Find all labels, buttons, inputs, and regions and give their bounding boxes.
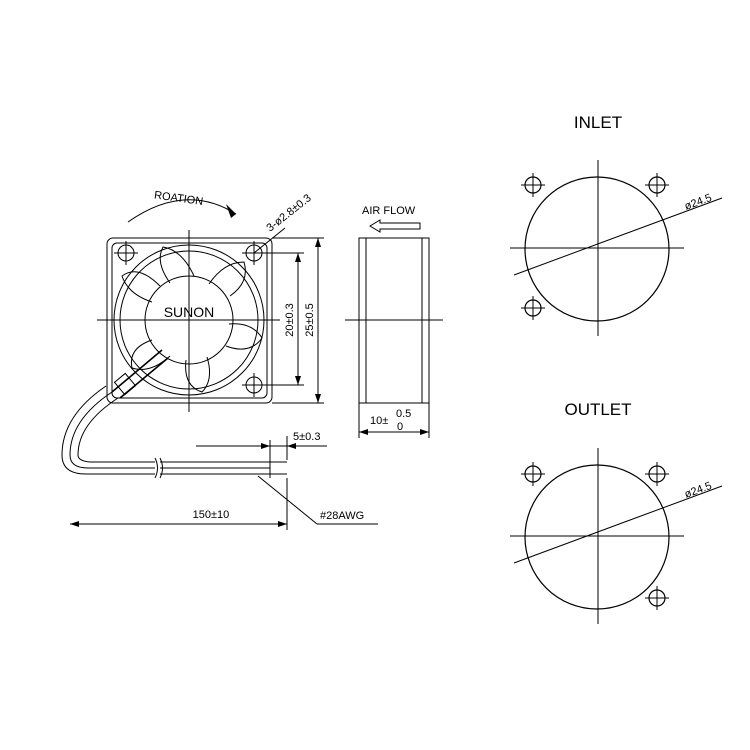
inlet-diameter-leader [513,197,723,276]
fan-blades [121,246,263,393]
side-view: AIR FLOW 10± 0.5 0 [345,205,443,438]
rotation-arrowhead [226,204,236,218]
inlet-title: INLET [574,113,622,132]
airflow-arrow [369,219,421,233]
thickness-tolerance-lower: 0 [397,421,403,433]
rotation-arrow [127,199,237,223]
outlet-title: OUTLET [564,400,631,419]
cable-drawing: 5±0.3 150±10 #28AWG [61,385,378,530]
dim-hole-spacing: 20±0.3 [284,303,296,337]
front-view: ROATION SUNON [97,189,324,412]
outlet-diameter-leader [513,485,723,564]
inlet-opening [524,176,670,322]
strip-length-dimension: 5±0.3 [293,431,320,443]
wire-gauge-label: #28AWG [320,510,364,522]
cable-wire [69,391,155,469]
thickness-dimension: 10± [370,415,388,427]
thickness-tolerance-upper: 0.5 [396,408,411,420]
dim-frame-size: 25±0.5 [304,303,316,337]
outlet-opening [524,464,670,610]
inlet-diameter-label: ø24.5 [683,192,714,213]
airflow-label: AIR FLOW [362,205,416,217]
cable-length-dimension: 150±10 [193,509,230,521]
outlet-view: OUTLET ø24.5 [510,400,723,624]
hole-dimension: 3-ø2.8±0.3 [264,192,313,234]
outlet-diameter-label: ø24.5 [683,480,714,501]
inlet-view: INLET ø24.5 [510,113,723,336]
